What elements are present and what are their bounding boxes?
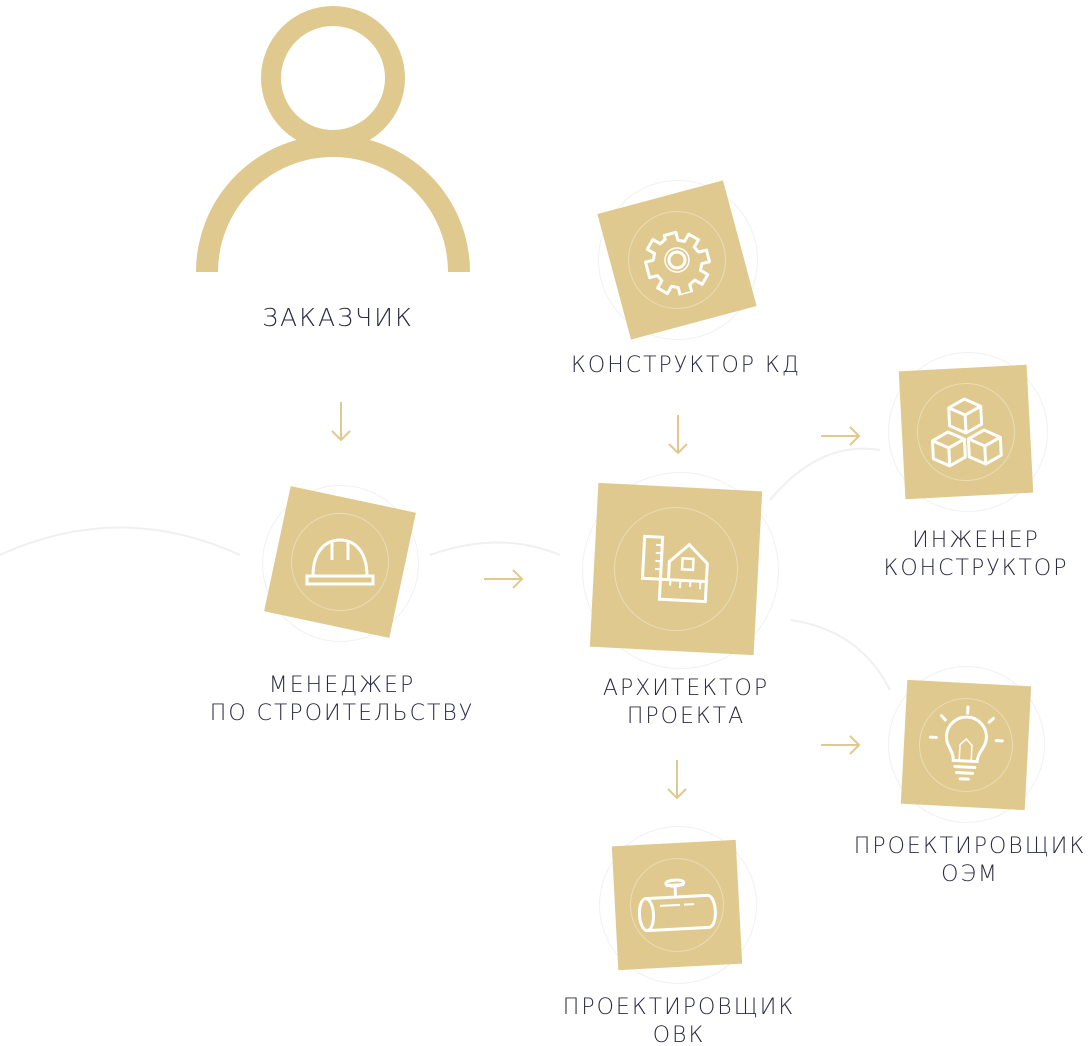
manager-node xyxy=(264,486,416,638)
arrow-right-icon xyxy=(821,426,861,446)
ruler-house-icon xyxy=(640,534,709,604)
arrow-down-icon xyxy=(668,415,688,455)
arrow-right-icon xyxy=(484,569,524,589)
engineer-label-line1: ИНЖЕНЕР xyxy=(912,528,1040,553)
client-label: ЗАКАЗЧИК xyxy=(262,303,414,332)
node-ring xyxy=(888,666,1045,823)
oem-node xyxy=(900,679,1032,811)
node-ring xyxy=(582,472,779,669)
architect-label-line1: АРХИТЕКТОР xyxy=(602,676,770,701)
hard-hat-icon xyxy=(305,538,375,586)
manager-label-line2: ПО СТРОИТЕЛЬСТВУ xyxy=(209,701,475,726)
oem-label-line2: ОЭМ xyxy=(941,862,999,887)
person-icon xyxy=(196,6,470,273)
lightbulb-icon xyxy=(928,705,1004,781)
arrow-down-icon xyxy=(667,760,687,800)
ovk-node xyxy=(611,839,743,971)
oem-label-line1: ПРОЕКТИРОВЩИК xyxy=(853,834,1087,859)
ovk-label-line1: ПРОЕКТИРОВЩИК xyxy=(562,995,796,1020)
node-ring xyxy=(262,485,419,642)
cubes-icon xyxy=(930,397,1003,468)
engineer-label-line2: КОНСТРУКТОР xyxy=(883,556,1069,581)
arrow-right-icon xyxy=(821,735,861,755)
manager-label-line1: МЕНЕДЖЕР xyxy=(268,673,416,698)
architect-label-line2: ПРОЕКТА xyxy=(626,704,746,729)
designer-kd-label: КОНСТРУКТОР КД xyxy=(571,353,801,378)
gear-icon xyxy=(644,230,712,297)
arrow-down-icon xyxy=(331,402,351,442)
ovk-label-line2: ОВК xyxy=(652,1023,706,1046)
designer-kd-node xyxy=(597,180,757,340)
node-ring xyxy=(599,826,757,984)
architect-node xyxy=(589,482,763,656)
pipe-icon xyxy=(637,878,717,933)
engineer-node xyxy=(898,364,1034,500)
node-ring xyxy=(598,180,758,340)
node-ring xyxy=(888,352,1048,512)
